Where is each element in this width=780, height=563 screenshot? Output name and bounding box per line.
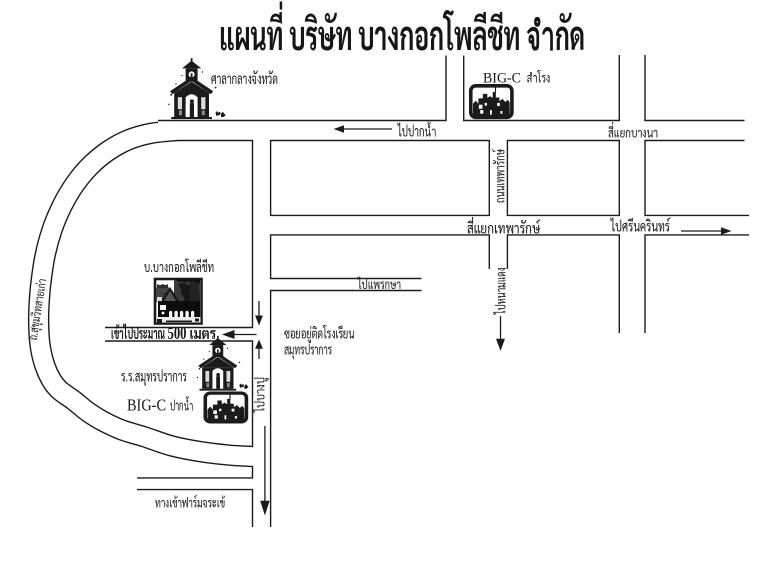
big-c-samrong-name: BIG-C	[483, 71, 521, 87]
company-label: บ.บางกอกโพลีชีท	[144, 258, 214, 276]
arrows	[222, 125, 732, 516]
arrow-soi-entry	[222, 330, 257, 339]
big-c-skyline-icon-shape	[468, 84, 514, 120]
thepharak-road-label: ถนนเทพารักษ์	[491, 148, 509, 203]
to-phraeksa-label: ไปแพรกษา	[357, 276, 401, 293]
thepharak-intersection-label: สี่แยกเทพารักษ์	[467, 217, 541, 238]
big-c-samrong-branch: สำโรง	[527, 70, 551, 87]
schoolhouse-icon-shape	[168, 58, 226, 120]
provincial-hall-icon	[168, 58, 226, 120]
big-c-samrong-icon	[468, 84, 514, 120]
company-photo	[153, 277, 203, 325]
arrow-company-road-up	[255, 339, 263, 359]
map-title: แผนที่ บริษัท บางกอกโพลีชีท จำกัด	[219, 1, 585, 60]
croc-farm-label: ทางเข้าฟาร์มจระเข้	[155, 494, 226, 512]
arrow-to-nam-daeng	[496, 316, 505, 351]
bangna-intersection-label: สี่แยกบางนา	[608, 122, 658, 142]
road-network	[27, 52, 752, 530]
provincial-hall-label: ศาลากลางจังหวัด	[211, 70, 278, 88]
soi-note-line2: สมุทรปราการ	[284, 342, 332, 360]
to-paknam-label: ไปปากน้ำ	[397, 122, 436, 141]
big-c-skyline-icon-shape	[203, 391, 249, 424]
to-bang-pu-label: ไปบางปู	[252, 377, 270, 413]
entry-note-label: เข้าไปประมาณ 500 เมตร	[111, 323, 216, 343]
big-c-paknam-icon	[203, 391, 249, 424]
arrow-to-srinakarin	[681, 227, 732, 235]
schoolhouse-icon-shape	[196, 335, 249, 391]
arrow-to-bang-pu-long	[260, 426, 270, 516]
arrow-company-road-down	[255, 301, 263, 326]
entry-note-distance: 500	[168, 323, 187, 343]
entry-note-unit: เมตร	[190, 324, 217, 343]
big-c-paknam-name: BIG-C	[127, 396, 166, 415]
to-nam-daeng-label: ไปหนามแดง	[493, 267, 510, 315]
big-c-paknam-branch: ปากน้ำ	[170, 396, 194, 415]
soi-note-line1: ซอยอยู่ติดโรงเรียน	[284, 325, 355, 344]
school-label: ร.ร.สมุทรปราการ	[121, 368, 187, 387]
road-network-white-pass	[29, 52, 752, 530]
arrow-to-paknam	[333, 125, 392, 133]
labels: แผนที่ บริษัท บางกอกโพลีชีท จำกัด ศาลากล…	[25, 1, 671, 512]
entry-note-prefix: เข้าไปประมาณ	[111, 324, 165, 343]
to-srinakarin-label: ไปศรีนครินทร์	[610, 218, 670, 236]
school-icon	[196, 335, 249, 391]
